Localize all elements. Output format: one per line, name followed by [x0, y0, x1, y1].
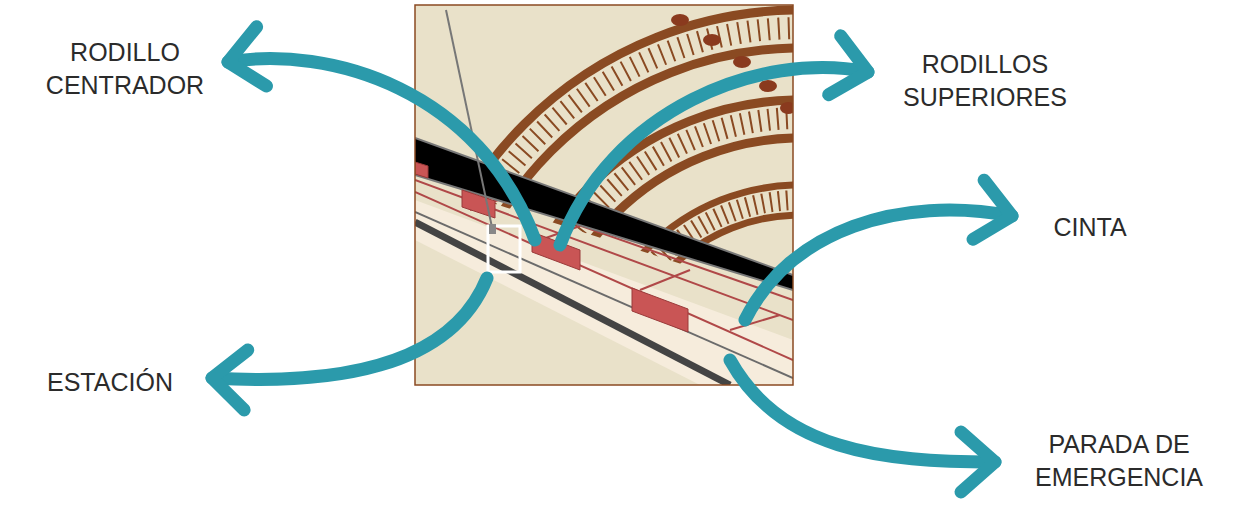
arrow-head [228, 27, 266, 86]
rollers [415, 162, 688, 332]
part-label: CINTA [1030, 211, 1150, 244]
part-label: RODILLOS SUPERIORES [870, 48, 1100, 114]
frame-border [415, 5, 793, 385]
leader-arrow [560, 68, 868, 245]
part-label: PARADA DE EMERGENCIA [1005, 428, 1233, 494]
leader-arrow [730, 360, 995, 462]
arrow-head [212, 350, 248, 410]
tunnel-arches [415, 10, 793, 385]
leader-arrow [745, 210, 1012, 320]
arrow-head [829, 36, 868, 95]
leader-arrows [212, 27, 1012, 492]
arrow-head [973, 180, 1012, 239]
arrow-head [961, 432, 995, 492]
leader-arrow [228, 59, 535, 240]
tunnel-scene [415, 5, 793, 385]
part-label: RODILLO CENTRADOR [20, 36, 230, 102]
leader-arrow [212, 278, 487, 379]
part-label: ESTACIÓN [20, 366, 200, 399]
